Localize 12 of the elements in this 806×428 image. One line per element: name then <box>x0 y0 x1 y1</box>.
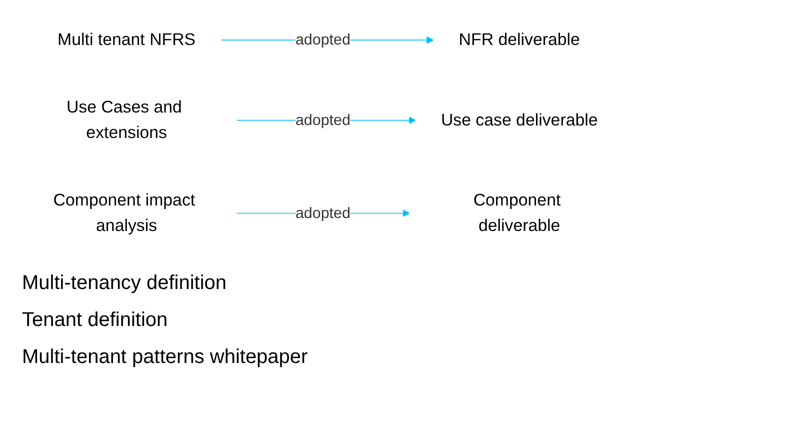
node-text: Component impact analysis <box>53 191 196 236</box>
edge-label: adopted <box>295 111 350 128</box>
label-text: Multi-tenant patterns whitepaper <box>22 346 309 369</box>
edge-label: adopted <box>295 204 350 222</box>
edge-label: adopted <box>295 31 350 48</box>
node-text: Component deliverable <box>473 191 561 236</box>
node-text: NFR deliverable <box>458 30 580 50</box>
label-text: Tenant definition <box>22 309 169 332</box>
node-text: Use Cases and extensions <box>66 98 182 142</box>
node-text: Multi tenant NFRS <box>58 30 196 50</box>
node-text: Use case deliverable <box>440 111 598 130</box>
label-text: Multi-tenancy definition <box>22 272 228 295</box>
